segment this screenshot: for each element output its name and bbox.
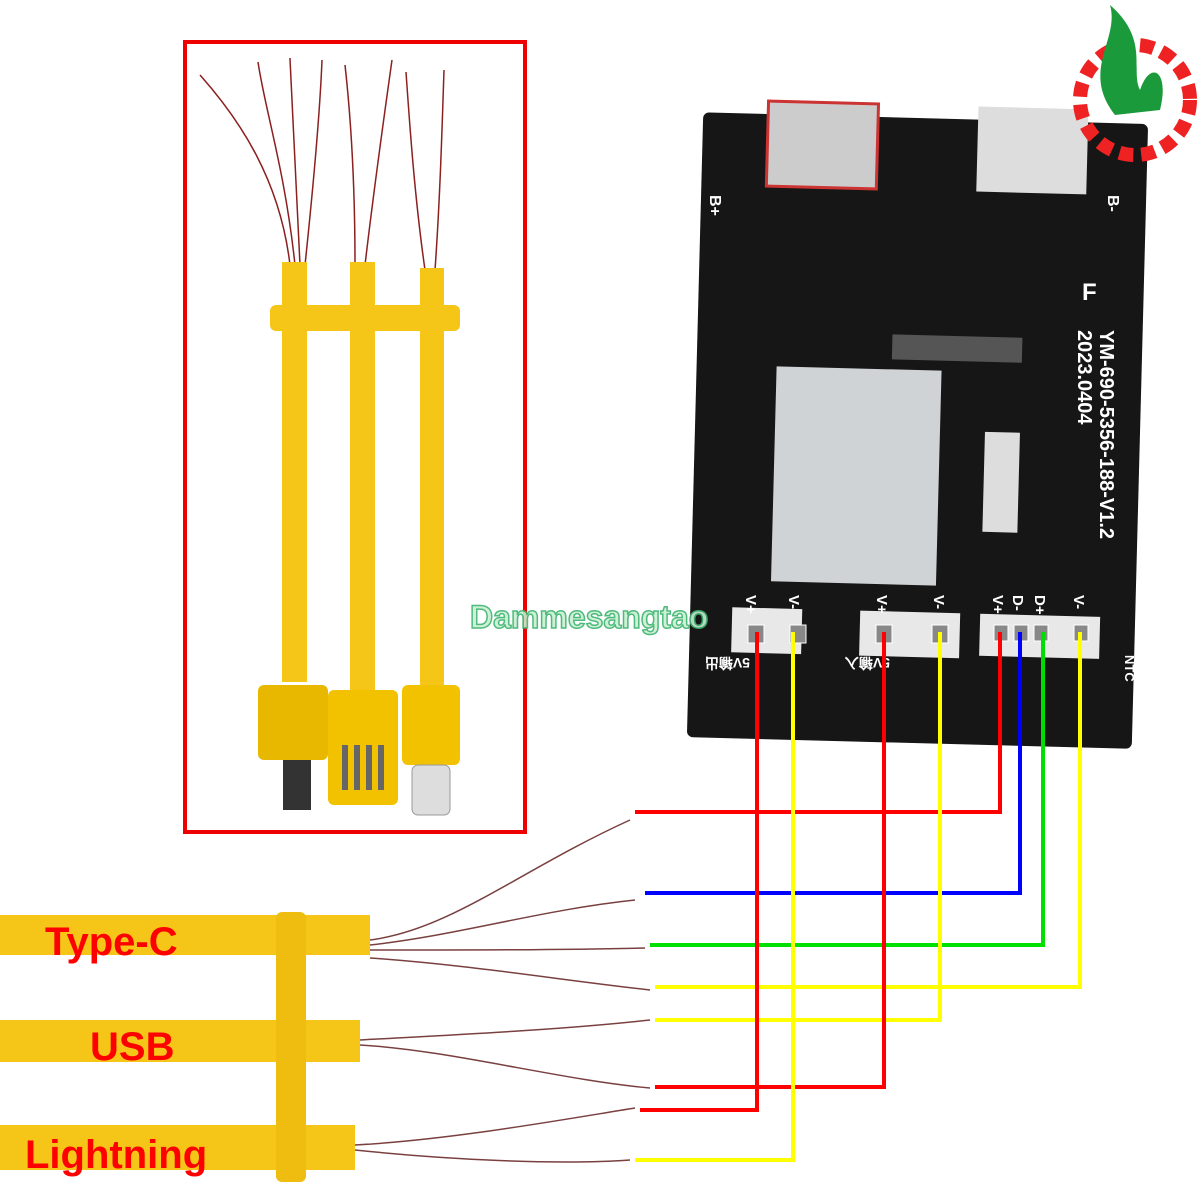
wire-red-usb-vplus [655, 632, 886, 1089]
pad-label: D- [1009, 595, 1026, 611]
wire-red-lightning-vplus [640, 632, 759, 1112]
wire-yellow-typec-vminus [655, 632, 1082, 989]
inset-frame [183, 40, 527, 834]
pcb-f-mark: F [1082, 279, 1097, 306]
pcb-date: 2023.0404 [1073, 330, 1095, 425]
pcb-b-minus: B- [1104, 195, 1121, 212]
pad-group-caption: 5V输入 [845, 655, 890, 671]
pad-label: V- [930, 595, 947, 609]
pcb-ntc: NTC [1122, 655, 1137, 682]
pad-label: D+ [1031, 595, 1048, 615]
pad-group-caption: 5V输出 [705, 655, 750, 671]
wire-yellow-lightning-vminus [635, 632, 795, 1162]
brand-logo [1073, 5, 1197, 162]
pad-label: V+ [873, 595, 890, 614]
pcb-board [687, 99, 1148, 749]
wire-green-typec-dplus [650, 632, 1045, 947]
watermark: Dammesangtao [470, 599, 708, 635]
pcb-b-plus: B+ [706, 195, 723, 216]
label-lightning: Lightning [25, 1133, 207, 1177]
label-type-c: Type-C [45, 920, 178, 964]
pad-label: V- [1070, 595, 1087, 609]
wire-yellow-usb-vminus [655, 632, 942, 1022]
cable-bundle [0, 819, 651, 1182]
wires [635, 632, 1082, 1162]
pad-label: V+ [989, 595, 1006, 614]
pad-label: V+ [742, 595, 759, 614]
pad-label: V- [785, 595, 802, 609]
wire-blue-typec-dminus [645, 632, 1022, 895]
pcb-model: YM-690-5356-188-V1.2 [1095, 330, 1117, 539]
cable-photo [199, 57, 460, 816]
label-usb: USB [90, 1025, 174, 1069]
